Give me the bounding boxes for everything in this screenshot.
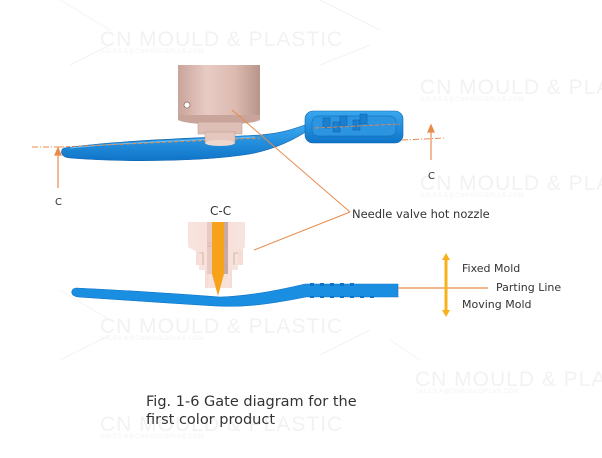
watermark-brand: CN MOULD & PLASTIC (100, 413, 344, 436)
watermark-email: SALES.A@CNMOULDPLAS.COM (100, 336, 204, 342)
watermark-email: SALES.A@CNMOULDPLAS.COM (100, 434, 204, 440)
watermark-brand: CN MOULD & PLASTIC (100, 315, 344, 338)
watermark: CN MOULD & PLASTIC SALES.A@CNMOULDPLAS.C… (100, 28, 343, 55)
moving-mold-label: Moving Mold (462, 298, 532, 311)
watermark-brand: CN MOULD & PLASTIC (420, 76, 602, 99)
watermark: CN MOULD & PLASTIC SALES.A@CNMOULDPLAS.C… (420, 172, 602, 199)
watermark: CN MOULD & PLASTIC SALES.A@CNMOULDPLAS.C… (420, 76, 602, 103)
watermark: CN MOULD & PLASTIC SALES.A@CNMOULDPLAS.C… (100, 315, 343, 342)
watermark-brand: CN MOULD & PLASTIC (415, 368, 602, 391)
watermark-email: SALES.A@CNMOULDPLAS.COM (100, 49, 204, 55)
watermark-lines (59, 0, 421, 361)
section-mark-right: C (428, 171, 435, 182)
product-3d-view (59, 110, 404, 161)
watermark-email: SALES.A@CNMOULDPLAS.COM (415, 389, 519, 395)
watermark-email: SALES.A@CNMOULDPLAS.COM (420, 97, 524, 103)
caption-line-2: first color product (146, 412, 276, 428)
watermark: CN MOULD & PLASTIC SALES.A@CNMOULDPLAS.C… (100, 413, 343, 440)
hot-nozzle-section (188, 222, 245, 296)
mold-direction-arrow (442, 253, 450, 317)
section-mark-left: C (55, 197, 62, 208)
section-arrow-right (427, 123, 435, 160)
watermark-brand: CN MOULD & PLASTIC (420, 172, 602, 195)
watermark-brand: CN MOULD & PLASTIC (100, 28, 344, 51)
watermark-email: SALES.A@CNMOULDPLAS.COM (420, 193, 524, 199)
parting-line-label: Parting Line (496, 281, 562, 294)
section-arrow-left (54, 146, 62, 188)
watermark: CN MOULD & PLASTIC SALES.A@CNMOULDPLAS.C… (415, 368, 602, 395)
caption-line-1: Fig. 1-6 Gate diagram for the (146, 394, 357, 410)
product-section (71, 283, 399, 307)
fixed-mold-label: Fixed Mold (462, 262, 521, 275)
section-title: C-C (210, 204, 232, 218)
hot-nozzle-3d (178, 65, 260, 146)
valve-needle (212, 222, 224, 296)
figure-caption: Fig. 1-6 Gate diagram for the first colo… (146, 393, 357, 429)
section-line (32, 137, 446, 148)
callout-leader (231, 109, 351, 251)
nozzle-callout-label: Needle valve hot nozzle (352, 207, 490, 221)
